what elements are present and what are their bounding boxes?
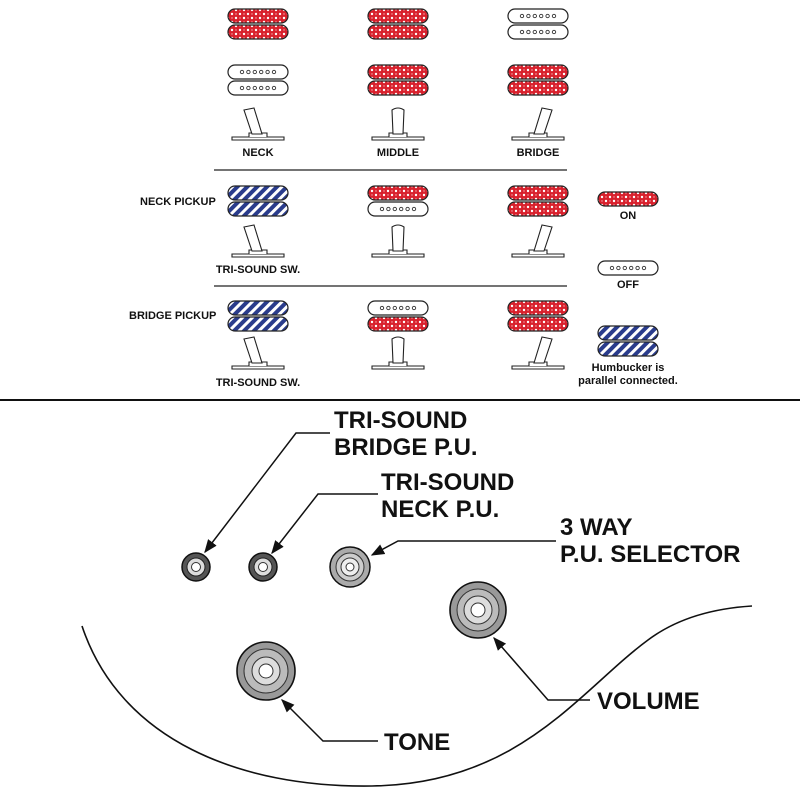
bridge-bottom-coil-on-icon [507,80,569,96]
legend-on-coil-icon [597,191,659,207]
neck-pickup-row-label: NECK PICKUP [140,196,216,208]
tri-sound-switch-right-icon [511,336,565,370]
tri-sound-switch-middle-icon [371,336,425,370]
tri-sound-switch-left-icon [231,336,285,370]
volume-label: VOLUME [597,688,700,715]
middle-bottom-coil-on-icon [367,80,429,96]
tri-sound-bridge-switch [181,552,211,582]
selector-label-line2: P.U. SELECTOR [560,541,741,568]
bridge-pickup-middle-humbucker-icon [368,301,428,331]
neck-pickup-parallel-humbucker-icon [228,186,288,216]
tri-sound-bridge-label-line1: TRI-SOUND [334,407,467,434]
bridge-bottom-coil-on-icon [507,64,569,80]
tri-sound-switch-right-icon [511,224,565,258]
middle-top-coil-on-icon [367,8,429,24]
legend-off-label: OFF [617,279,639,291]
neck-bottom-coil-off-icon [227,80,289,96]
tri-sound-neck-switch [248,552,278,582]
legend-parallel-humbucker-icon [598,326,658,356]
bridge-pickup-row-label: BRIDGE PICKUP [129,310,216,322]
legend-on-label: ON [620,210,637,222]
neck-position-label: NECK [242,147,273,159]
neck-pickup-middle-humbucker-icon [368,186,428,216]
bridge-top-coil-off-icon [507,24,569,40]
neck-top-coil-on-icon [227,24,289,40]
tone-label: TONE [384,729,450,756]
neck-top-coil-on-icon [227,8,289,24]
tri-sound-switch-middle-icon [371,224,425,258]
tri-sound-switch-left-icon [231,224,285,258]
bridge-pickup-parallel-humbucker-icon [228,301,288,331]
toggle-switch-bridge-icon [511,107,565,141]
middle-bottom-coil-on-icon [367,64,429,80]
tri-sound-neck-label-line2: NECK P.U. [381,496,499,523]
neck-pickup-series-humbucker-icon [508,186,568,216]
tone-knob [236,641,296,701]
legend-parallel-line1: Humbucker is [592,362,665,374]
bridge-tri-sound-switch-label: TRI-SOUND SW. [216,377,300,389]
tone-arrow [281,699,378,742]
tri-sound-neck-arrow [271,493,378,555]
legend-off-coil-icon [597,260,659,276]
neck-tri-sound-switch-label: TRI-SOUND SW. [216,264,300,276]
legend-parallel-line2: parallel connected. [578,375,678,387]
selector-arrow [370,540,556,556]
selector-label-line1: 3 WAY [560,514,632,541]
pickup-chart: NECK MIDDLE BRIDGE NECK PICKUP TRI-SOUND… [129,8,678,389]
middle-position-label: MIDDLE [377,147,419,159]
control-layout: TRI-SOUND BRIDGE P.U. TRI-SOUND NECK P.U… [81,407,753,787]
middle-top-coil-on-icon [367,24,429,40]
neck-bottom-coil-off-icon [227,64,289,80]
toggle-switch-middle-icon [371,107,425,141]
tri-sound-bridge-arrow [204,432,330,554]
bridge-top-coil-off-icon [507,8,569,24]
guitar-body-outline [81,605,753,787]
tri-sound-bridge-label-line2: BRIDGE P.U. [334,434,478,461]
volume-arrow [493,636,590,701]
legend: ON OFF Humbucker is parallel connected. [578,191,678,387]
bridge-pickup-series-humbucker-icon [508,301,568,331]
tri-sound-neck-label-line1: TRI-SOUND [381,469,514,496]
bridge-position-label: BRIDGE [517,147,560,159]
volume-knob [449,581,507,639]
toggle-switch-neck-icon [231,107,285,141]
pickup-selector-switch [329,546,371,588]
